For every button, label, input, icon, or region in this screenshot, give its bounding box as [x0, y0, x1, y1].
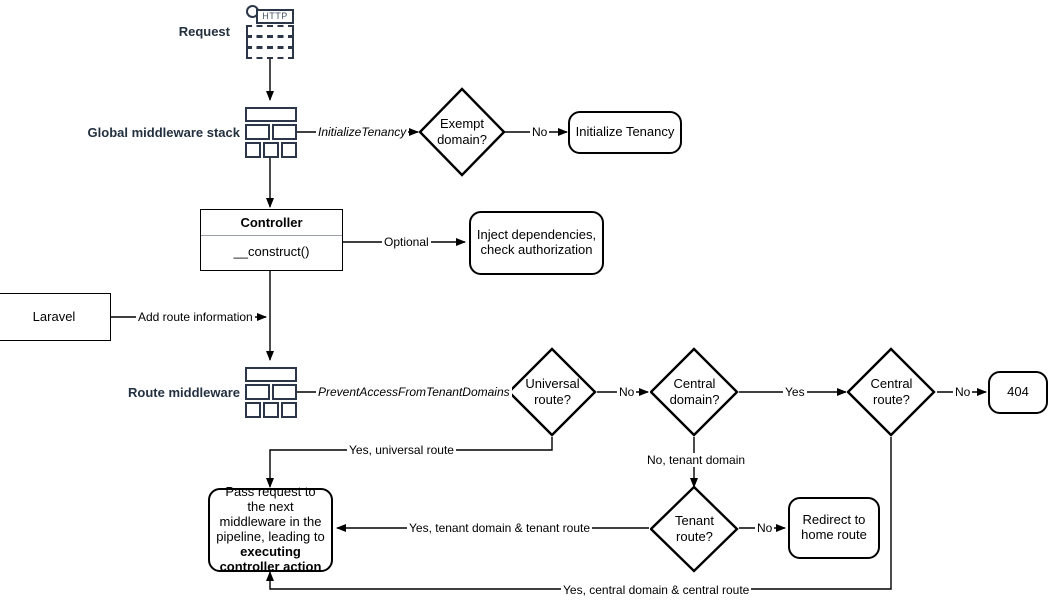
universal-route-line2: route? [534, 392, 571, 407]
controller-header: Controller [201, 210, 342, 236]
universal-route-text: Universal route? [508, 347, 597, 437]
central-domain-text: Central domain? [650, 347, 739, 437]
initialize-tenancy-node[interactable]: Initialize Tenancy [568, 111, 682, 154]
tenant-route-shape [650, 485, 739, 573]
central-domain-shape [650, 347, 739, 437]
redirect-line2: home route [801, 527, 867, 542]
http-request-icon: HTTP [246, 5, 298, 59]
exempt-domain-decision[interactable]: Exempt domain? [418, 87, 506, 177]
edge-label-no-tenant-domain: No, tenant domain [645, 453, 748, 467]
not-found-label: 404 [1007, 384, 1029, 400]
central-domain-decision[interactable]: Central domain? [650, 347, 739, 437]
stack-rect-top [245, 107, 297, 122]
inject-dependencies-node[interactable]: Inject dependencies, check authorization [469, 211, 604, 275]
http-dash-row-3 [246, 47, 294, 59]
pass-request-plain-text: Pass request to the next middleware in t… [216, 484, 325, 544]
tenant-route-decision[interactable]: Tenant route? [650, 485, 739, 573]
central-route-text: Central route? [847, 347, 936, 437]
laravel-label: Laravel [32, 308, 76, 324]
route-stack-rect-top [245, 367, 297, 382]
redirect-home-route-node[interactable]: Redirect to home route [788, 497, 880, 559]
central-domain-line1: Central [673, 376, 716, 392]
edge-label-prevent-access: PreventAccessFromTenantDomains [316, 385, 512, 399]
edge-label-optional: Optional [382, 235, 431, 249]
edge-label-universal-no: No [617, 385, 637, 399]
tenant-route-text: Tenant route? [650, 485, 739, 573]
edge-label-exempt-no: No [530, 125, 550, 139]
initialize-tenancy-label: Initialize Tenancy [575, 124, 675, 140]
universal-route-decision[interactable]: Universal route? [508, 347, 597, 437]
exempt-domain-line1: Exempt [439, 116, 485, 132]
stack-rect-bot-1 [245, 142, 261, 158]
edge-label-add-route-information: Add route information [136, 310, 255, 324]
edge-label-initialize-tenancy: InitializeTenancy [316, 125, 409, 139]
edge-label-yes-tenant-domain-tenant-route: Yes, tenant domain & tenant route [407, 521, 593, 535]
route-stack-rect-mid-1 [245, 384, 270, 400]
global-middleware-stack-label: Global middleware stack [87, 125, 240, 140]
stack-rect-mid-1 [245, 124, 270, 140]
route-stack-rect-mid-2 [272, 384, 297, 400]
central-route-line2: route? [873, 392, 910, 407]
not-found-node[interactable]: 404 [988, 371, 1048, 414]
exempt-domain-shape [418, 87, 506, 177]
central-route-shape [847, 347, 936, 437]
universal-route-line1: Universal [525, 376, 580, 392]
edge-label-central-route-no: No [953, 385, 973, 399]
edge-label-central-domain-yes: Yes [783, 385, 807, 399]
tenant-route-line1: Tenant [674, 513, 715, 529]
stack-rect-bot-3 [281, 142, 297, 158]
central-route-line1: Central [870, 376, 913, 392]
route-stack-rect-bot-3 [281, 402, 297, 418]
edge-label-tenant-route-no: No [755, 521, 775, 535]
exempt-domain-line2: domain? [437, 132, 487, 147]
central-domain-line2: domain? [669, 392, 720, 407]
middleware-stack-icon-global [245, 107, 297, 158]
tenant-route-line2: route? [676, 529, 713, 544]
pass-request-bold-text: executing controller action [219, 543, 322, 574]
controller-construct-method: __construct() [233, 244, 310, 259]
route-stack-rect-bot-2 [263, 402, 279, 418]
edge-label-yes-universal-route: Yes, universal route [347, 443, 456, 457]
laravel-node[interactable]: Laravel [0, 293, 111, 341]
stack-rect-bot-2 [263, 142, 279, 158]
central-route-decision[interactable]: Central route? [847, 347, 936, 437]
inject-dependencies-line1: Inject dependencies, [476, 227, 597, 243]
edge-label-yes-central-domain-central-route: Yes, central domain & central route [561, 583, 752, 597]
redirect-line1: Redirect to [802, 512, 866, 528]
inject-dependencies-line2: check authorization [480, 242, 593, 257]
universal-route-shape [508, 347, 597, 437]
route-middleware-label: Route middleware [128, 385, 240, 400]
route-stack-rect-bot-1 [245, 402, 261, 418]
request-label: Request [178, 24, 230, 39]
stack-rect-mid-2 [272, 124, 297, 140]
controller-node[interactable]: Controller __construct() [200, 209, 343, 271]
middleware-stack-icon-route [245, 367, 297, 418]
pass-request-node[interactable]: Pass request to the next middleware in t… [208, 484, 333, 574]
exempt-domain-text: Exempt domain? [418, 87, 506, 177]
http-label: HTTP [256, 9, 294, 24]
